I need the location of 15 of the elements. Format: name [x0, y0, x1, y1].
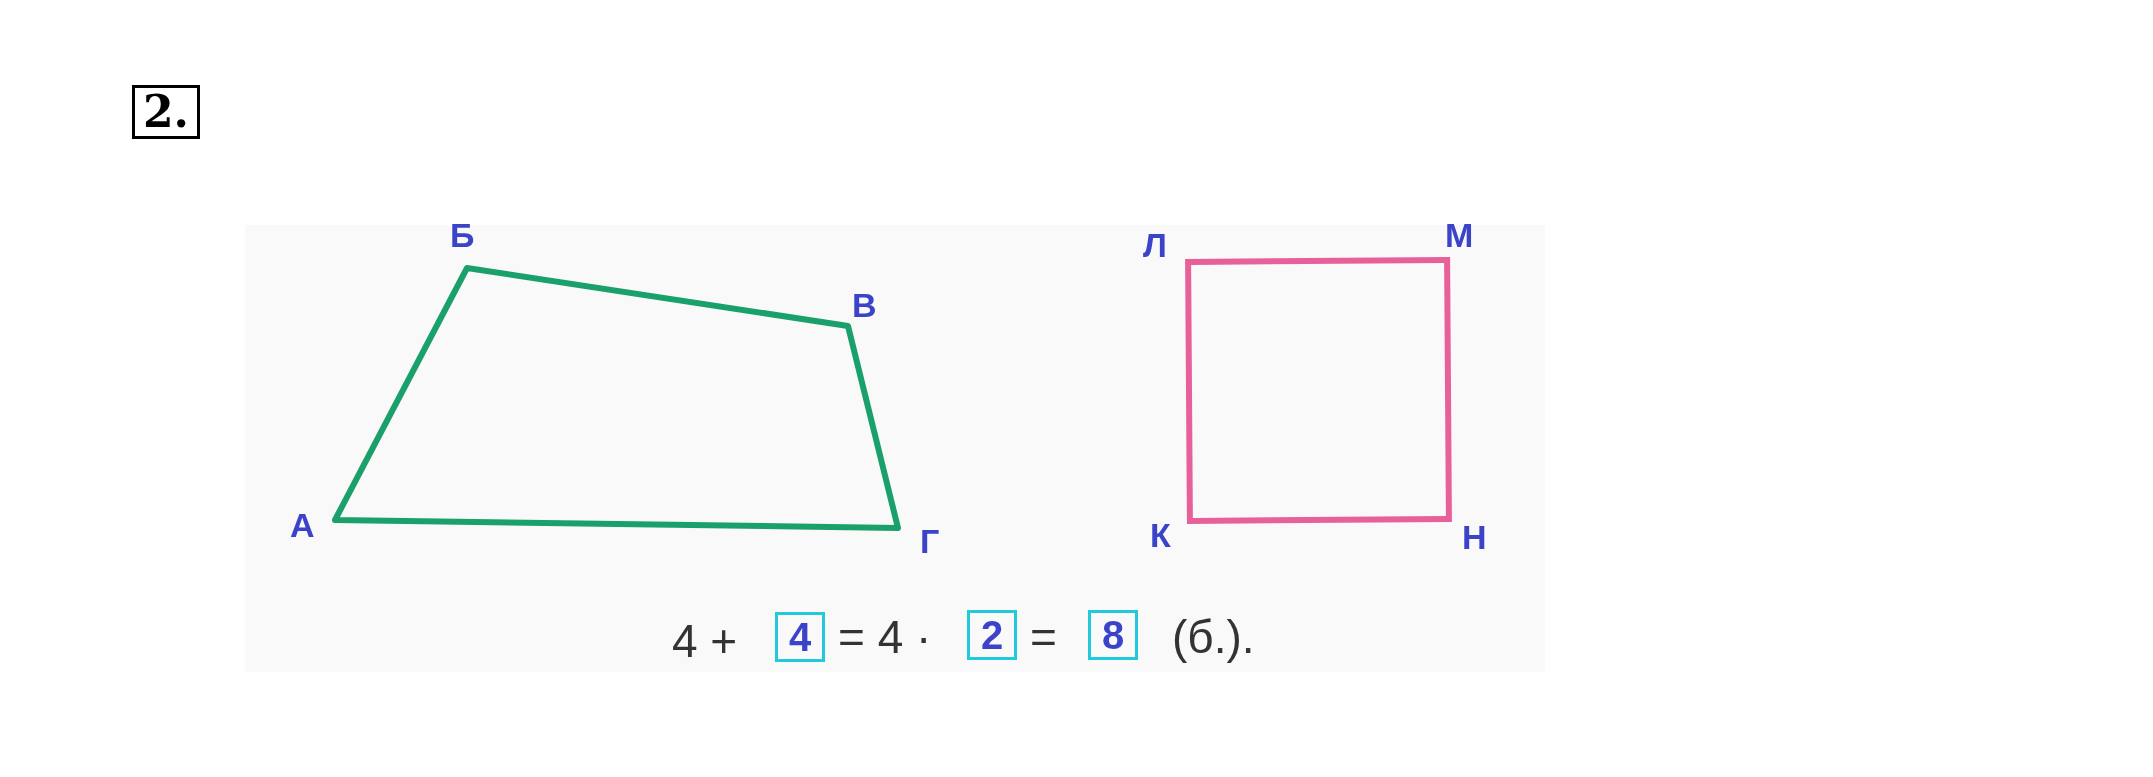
- vertex-label: А: [290, 508, 315, 542]
- equation-text: =: [1030, 614, 1057, 660]
- vertex-label: Б: [450, 218, 475, 252]
- vertex-label: Н: [1462, 520, 1487, 554]
- equation-text: = 4 ·: [838, 614, 932, 660]
- equation-text: 4 +: [672, 618, 738, 664]
- answer-box: 4: [775, 612, 825, 662]
- task-number: 2.: [132, 85, 200, 139]
- vertex-label: Л: [1143, 228, 1167, 262]
- vertex-label: М: [1445, 218, 1474, 252]
- answer-box: 8: [1088, 610, 1138, 660]
- answer-box: 2: [967, 610, 1017, 660]
- vertex-label: Г: [920, 524, 940, 558]
- vertex-label: К: [1150, 518, 1171, 552]
- vertex-label: В: [852, 288, 877, 322]
